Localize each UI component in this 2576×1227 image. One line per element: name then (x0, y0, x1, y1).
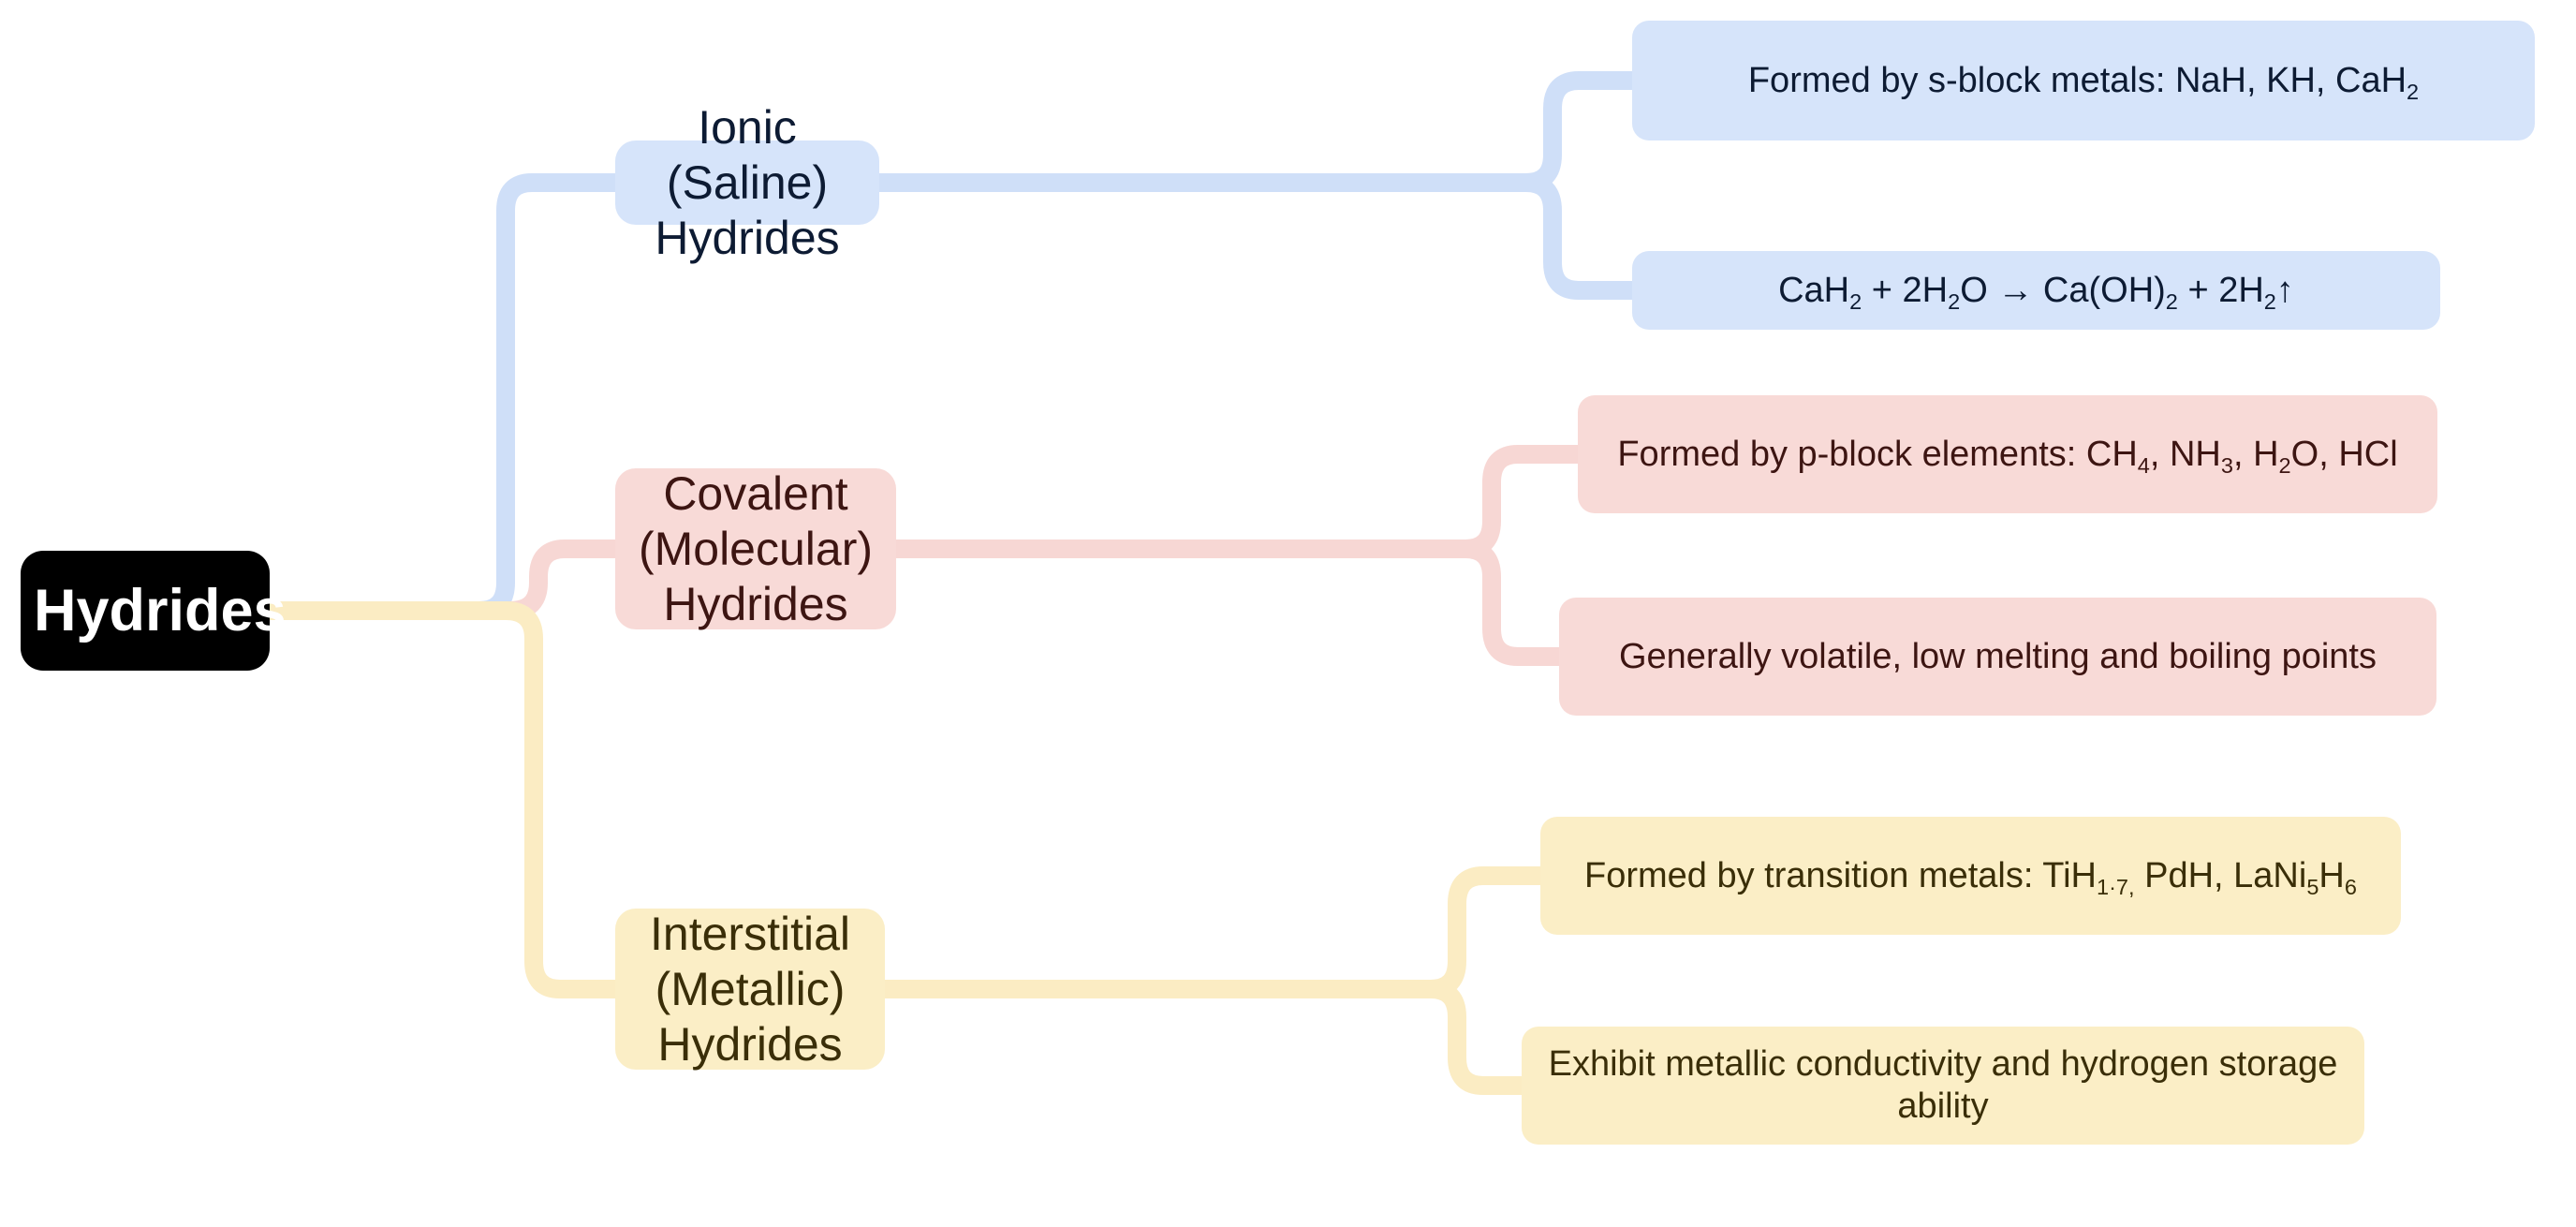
connector-root-to-interstitial (260, 601, 627, 998)
connector-covalent-to-leaf-2 (887, 540, 1571, 666)
connector-interstitial-to-leaf-2 (876, 980, 1534, 1095)
root-node-label: Hydrides (34, 577, 287, 643)
connector-root-to-ionic (260, 173, 627, 620)
branch-node-covalent-label: Covalent (Molecular) Hydrides (638, 466, 874, 630)
branch-node-ionic[interactable]: Ionic (Saline) Hydrides (615, 101, 879, 264)
connector-interstitial-to-leaf-1 (876, 866, 1553, 998)
leaf-node-ionic-reaction[interactable]: CaH2 + 2H2O → Ca(OH)2 + 2H2↑ (1632, 251, 2440, 330)
leaf-node-interstitial-properties[interactable]: Exhibit metallic conductivity and hydrog… (1522, 1027, 2364, 1145)
leaf-node-covalent-formation-label: Formed by p-block elements: CH4, NH3, H2… (1617, 434, 2398, 478)
leaf-node-ionic-formation-label: Formed by s-block metals: NaH, KH, CaH2 (1747, 60, 2420, 104)
leaf-node-interstitial-properties-label: Exhibit metallic conductivity and hydrog… (1548, 1044, 2338, 1126)
branch-node-interstitial[interactable]: Interstitial (Metallic) Hydrides (615, 907, 885, 1071)
branch-node-covalent[interactable]: Covalent (Molecular) Hydrides (615, 466, 896, 630)
leaf-node-ionic-formation[interactable]: Formed by s-block metals: NaH, KH, CaH2 (1632, 21, 2535, 140)
leaf-node-interstitial-formation-label: Formed by transition metals: TiH1·7, PdH… (1584, 855, 2357, 899)
root-node-hydrides[interactable]: Hydrides (21, 551, 287, 671)
connector-ionic-to-leaf-2 (870, 173, 1644, 300)
leaf-node-covalent-properties[interactable]: Generally volatile, low melting and boil… (1559, 598, 2436, 716)
branch-node-ionic-label: Ionic (Saline) Hydrides (655, 100, 840, 264)
connector-ionic-to-leaf-1 (870, 71, 1644, 192)
leaf-node-ionic-reaction-label: CaH2 + 2H2O → Ca(OH)2 + 2H2↑ (1778, 270, 2294, 314)
connector-root-to-covalent (260, 540, 627, 620)
leaf-node-covalent-properties-label: Generally volatile, low melting and boil… (1618, 636, 2377, 676)
connector-covalent-to-leaf-1 (887, 445, 1590, 558)
leaf-node-covalent-formation[interactable]: Formed by p-block elements: CH4, NH3, H2… (1578, 395, 2437, 513)
branch-node-interstitial-label: Interstitial (Metallic) Hydrides (650, 907, 850, 1071)
leaf-node-interstitial-formation[interactable]: Formed by transition metals: TiH1·7, PdH… (1540, 817, 2401, 935)
